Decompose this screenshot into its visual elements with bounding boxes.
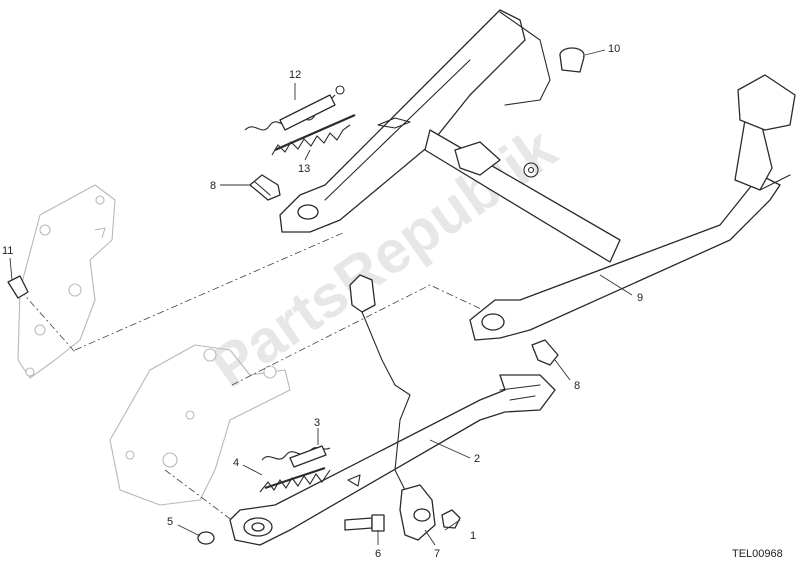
callout-13: 13 <box>298 163 310 175</box>
screw-11 <box>7 275 29 299</box>
bolt-8-upper <box>249 174 281 201</box>
callout-8-upper: 8 <box>210 180 216 192</box>
frame-bracket-lower <box>109 344 291 506</box>
spring-3 <box>261 445 331 468</box>
side-stand <box>229 374 556 546</box>
spring-4 <box>259 466 331 493</box>
callout-9: 9 <box>637 292 643 304</box>
leader-lines <box>9 49 633 546</box>
callout-7: 7 <box>434 548 440 560</box>
washer-5 <box>197 531 215 545</box>
callout-6: 6 <box>375 548 381 560</box>
spring-12 <box>244 85 345 131</box>
callouts: 1 2 3 4 5 6 7 8 8 9 10 11 12 13 <box>2 43 643 560</box>
callout-5: 5 <box>167 516 173 528</box>
callout-12: 12 <box>289 69 301 81</box>
bolt-8-lower <box>531 339 559 366</box>
callout-11: 11 <box>2 245 13 257</box>
sidestand-switch <box>349 274 436 541</box>
bolt-6 <box>344 514 385 532</box>
nut-1 <box>441 509 461 529</box>
center-stand <box>279 9 796 341</box>
spring-13 <box>271 113 356 156</box>
callout-4: 4 <box>233 457 239 469</box>
callout-8-lower: 8 <box>574 380 580 392</box>
callout-10: 10 <box>608 43 620 55</box>
callout-2: 2 <box>474 453 480 465</box>
callout-3: 3 <box>314 417 320 429</box>
bushing-10 <box>559 47 585 73</box>
reference-code: TEL00968 <box>732 548 783 560</box>
frame-bracket-upper <box>17 184 116 379</box>
gear-icon-symbol <box>523 162 539 178</box>
callout-1: 1 <box>470 530 476 542</box>
